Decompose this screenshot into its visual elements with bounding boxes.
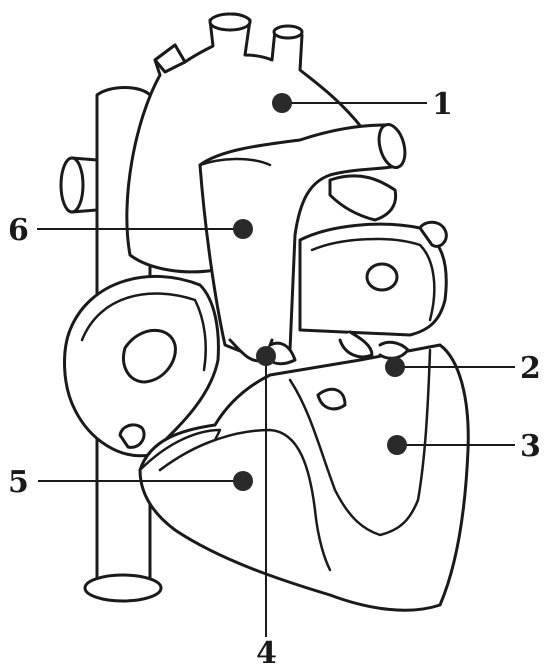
label-5: 5 bbox=[8, 465, 29, 500]
label-4: 4 bbox=[256, 636, 277, 666]
label-3: 3 bbox=[520, 429, 541, 464]
label-2: 2 bbox=[520, 351, 541, 386]
marker-4 bbox=[256, 346, 276, 366]
left-atrium bbox=[300, 176, 446, 335]
marker-6 bbox=[233, 219, 253, 239]
marker-3 bbox=[387, 435, 407, 455]
marker-5 bbox=[233, 471, 253, 491]
marker-1 bbox=[272, 93, 292, 113]
label-1: 1 bbox=[432, 87, 453, 122]
label-6: 6 bbox=[8, 213, 29, 248]
marker-2 bbox=[385, 357, 405, 377]
